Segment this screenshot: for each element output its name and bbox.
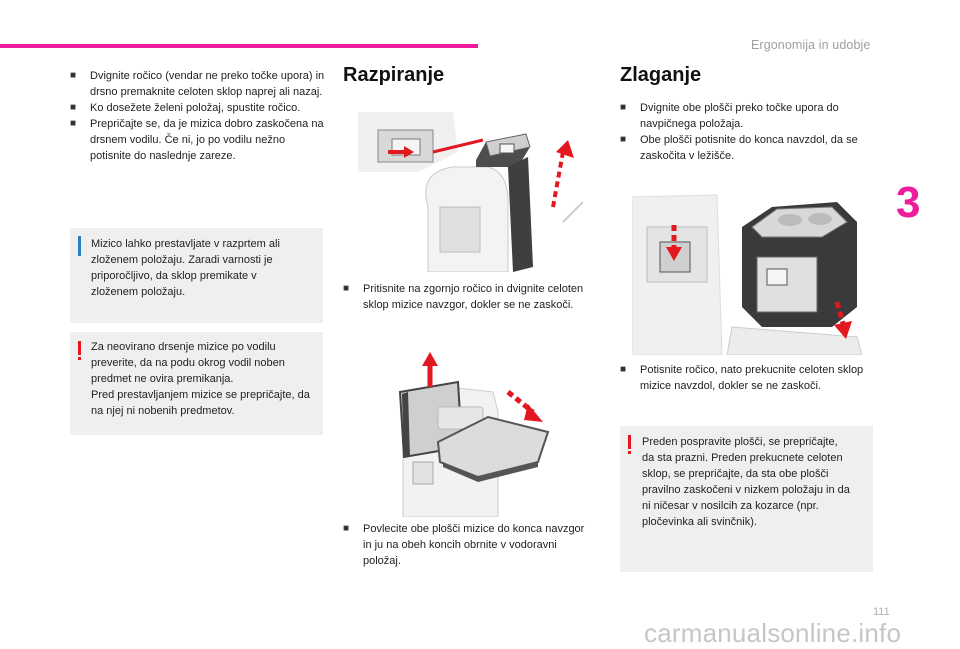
- warning-box-left: Za neovirano drsenje mizice po vodilu pr…: [70, 332, 323, 435]
- header-accent-bar: [0, 44, 478, 48]
- page-number: 111: [873, 606, 890, 618]
- bullet-marker-icon: ■: [343, 283, 350, 294]
- warning-text: Preden pospravite plošči, se prepričajte…: [642, 436, 850, 528]
- illustration-fold: [632, 187, 862, 355]
- chapter-number: 3: [896, 178, 921, 227]
- bullet-marker-icon: ■: [70, 102, 77, 113]
- bullet-marker-icon: ■: [70, 70, 77, 81]
- illustration-unfold-step2: [388, 352, 558, 517]
- bullet-marker-icon: ■: [620, 364, 627, 375]
- bullet-marker-icon: ■: [620, 134, 627, 145]
- bullet-item: ■Ko dosežete želeni položaj, spustite ro…: [70, 102, 301, 114]
- bullet-item: ■Prepričajte se, da je mizica dobro zask…: [70, 118, 324, 162]
- info-box: Mizico lahko prestavljate v razprtem ali…: [70, 228, 323, 323]
- bullet-marker-icon: ■: [620, 102, 627, 113]
- warning-icon: [78, 341, 81, 361]
- warning-box-right: Preden pospravite plošči, se prepričajte…: [620, 426, 873, 572]
- razpiranje-step1: ■Pritisnite na zgornjo ročico in dvignit…: [343, 283, 584, 311]
- illustration-unfold-step1: [358, 112, 583, 272]
- info-icon: [78, 236, 81, 256]
- warning-text: Za neovirano drsenje mizice po vodilu pr…: [91, 341, 310, 417]
- info-text: Mizico lahko prestavljate v razprtem ali…: [91, 238, 280, 298]
- section-title: Ergonomija in udobje: [751, 38, 871, 52]
- zlaganje-steps: ■Dvignite obe plošči preko točke upora d…: [620, 102, 858, 162]
- bullet-marker-icon: ■: [343, 523, 350, 534]
- heading-razpiranje: Razpiranje: [343, 64, 445, 86]
- bullet-item: ■Dvignite ročico (vendar ne preko točke …: [70, 70, 325, 98]
- bullet-marker-icon: ■: [70, 118, 77, 129]
- razpiranje-step2: ■Povlecite obe plošči mizice do konca na…: [343, 523, 585, 567]
- heading-zlaganje: Zlaganje: [620, 64, 702, 86]
- watermark-text: carmanualsonline.info: [644, 618, 902, 648]
- zlaganje-step3: ■Potisnite ročico, nato prekucnite celot…: [620, 364, 864, 392]
- left-bullets: ■Dvignite ročico (vendar ne preko točke …: [70, 68, 325, 164]
- warning-icon: [628, 435, 631, 455]
